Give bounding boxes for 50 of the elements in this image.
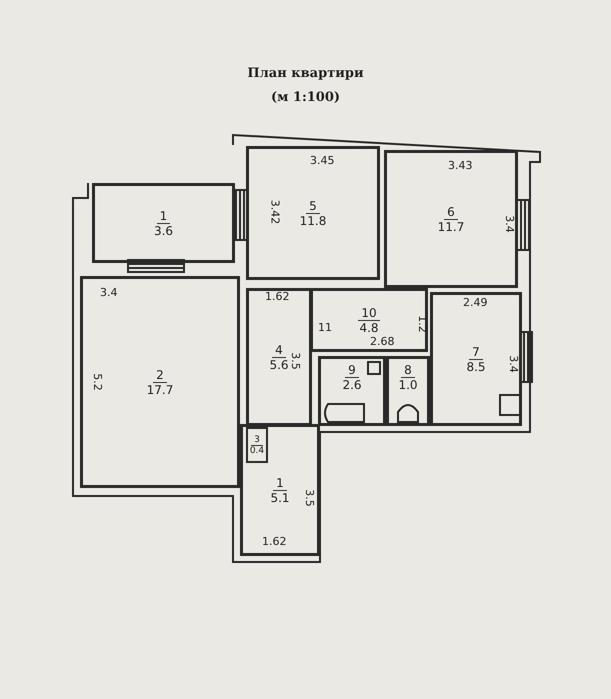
dimension-label: 3.42 <box>268 200 280 224</box>
room-number: 11 <box>318 322 332 334</box>
room-number: 5 <box>306 198 320 214</box>
room-area: 11.8 <box>300 214 326 228</box>
room-number: 8 <box>401 363 415 378</box>
room-outline <box>240 424 320 556</box>
room-area: 11.7 <box>438 220 464 234</box>
room-outline <box>246 288 312 426</box>
room-number: 6 <box>444 204 458 220</box>
room-outline <box>92 183 235 263</box>
scale-note: (м 1:100) <box>270 92 342 104</box>
room-area: 2.6 <box>342 378 362 392</box>
plan-title: План квартири <box>246 66 365 81</box>
dimension-label: 3.4 <box>502 215 515 233</box>
room-number: 3 <box>251 434 263 446</box>
room-outline <box>430 292 522 426</box>
dimension-label: 1.2 <box>416 315 428 333</box>
room-area: 1.0 <box>398 378 418 392</box>
dimension-label: 3.4 <box>506 355 519 373</box>
dimension-label: 3.5 <box>302 489 315 507</box>
room-area: 5.1 <box>270 490 290 504</box>
room-area: 5.6 <box>269 358 289 372</box>
dimension-label: 1.62 <box>262 536 286 548</box>
room-area: 3.6 <box>154 224 174 238</box>
room-number: 9 <box>345 363 359 378</box>
room-area: 17.7 <box>146 382 174 396</box>
room-outline <box>384 150 518 288</box>
room-outline <box>310 288 428 352</box>
room-area: 4.8 <box>359 320 379 334</box>
room-area: 0.4 <box>250 446 264 456</box>
dimension-label: 5.2 <box>90 373 103 391</box>
room-outline <box>80 276 240 488</box>
dimension-label: 2.68 <box>370 336 394 348</box>
room-number: 2 <box>153 368 167 382</box>
room-outline <box>318 356 386 426</box>
dimension-label: 2.49 <box>463 297 488 309</box>
room-number: 10 <box>358 306 380 320</box>
room-outline <box>246 146 380 280</box>
room-number: 4 <box>272 342 286 358</box>
dimension-label: 1.62 <box>265 291 290 303</box>
room-number: 1 <box>273 476 287 490</box>
dimension-label: 3.4 <box>100 287 118 299</box>
room-outline <box>246 427 268 463</box>
room-area: 8.5 <box>466 360 486 374</box>
dimension-label: 3.43 <box>448 160 472 172</box>
room-number: 1 <box>156 208 170 224</box>
dimension-label: 3.5 <box>288 352 301 370</box>
dimension-label: 3.45 <box>310 155 334 167</box>
room-number: 7 <box>469 344 483 360</box>
room-outline <box>386 356 430 426</box>
